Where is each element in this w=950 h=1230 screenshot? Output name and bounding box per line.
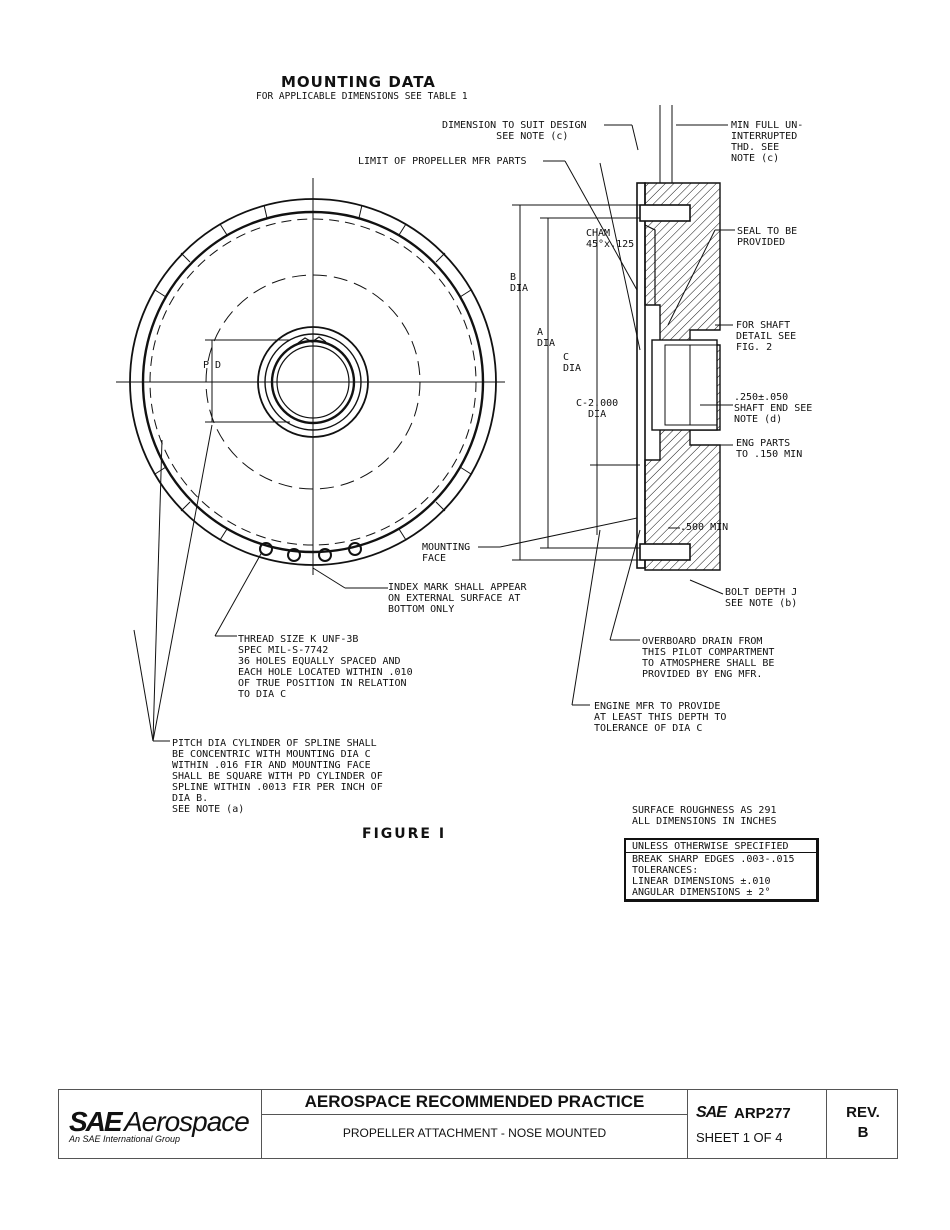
revision-value: B: [857, 1124, 869, 1141]
sheet-number: SHEET 1 OF 4: [696, 1130, 783, 1145]
label-index-mark: INDEX MARK SHALL APPEAR ON EXTERNAL SURF…: [388, 582, 527, 615]
label-thread-size: THREAD SIZE K UNF-3B SPEC MIL-S-7742 36 …: [238, 634, 413, 700]
label-mounting-face: MOUNTING FACE: [422, 542, 471, 564]
label-surface-roughness: SURFACE ROUGHNESS AS 291 ALL DIMENSIONS …: [632, 805, 777, 827]
label-b-dia: B DIA: [510, 272, 529, 294]
label-chamfer: CHAM 45°x.125: [586, 228, 635, 250]
figure-label: FIGURE I: [362, 826, 447, 842]
aerospace-logo-text: Aerospace: [124, 1106, 250, 1137]
sae-logo: SAE: [69, 1106, 123, 1137]
label-a-dia: A DIA: [537, 327, 556, 349]
revision-label: REV.: [846, 1104, 880, 1121]
logo-cell: SAE Aerospace An SAE International Group: [59, 1090, 262, 1158]
label-overboard-drain: OVERBOARD DRAIN FROM THIS PILOT COMPARTM…: [642, 636, 775, 680]
label-pd: P D: [203, 360, 222, 371]
drawing-subtitle: FOR APPLICABLE DIMENSIONS SEE TABLE 1: [256, 91, 468, 102]
label-engine-mfr: ENGINE MFR TO PROVIDE AT LEAST THIS DEPT…: [594, 701, 727, 734]
label-bolt-depth: BOLT DEPTH J SEE NOTE (b): [725, 587, 798, 609]
drawing-title: MOUNTING DATA: [281, 73, 436, 91]
label-dimension-suit: DIMENSION TO SUIT DESIGN SEE NOTE (c): [442, 120, 587, 142]
document-number-cell: SAE ARP277 SHEET 1 OF 4: [688, 1090, 827, 1158]
label-for-shaft: FOR SHAFT DETAIL SEE FIG. 2: [736, 320, 797, 353]
revision-cell: REV. B: [827, 1090, 899, 1158]
side-section-view: [312, 105, 735, 706]
front-view: [116, 178, 505, 575]
label-500-min: .500 MIN: [680, 522, 729, 533]
document-type: AEROSPACE RECOMMENDED PRACTICE: [262, 1090, 687, 1115]
tolerance-header: UNLESS OTHERWISE SPECIFIED: [626, 840, 816, 853]
label-seal: SEAL TO BE PROVIDED: [737, 226, 798, 248]
document-type-cell: AEROSPACE RECOMMENDED PRACTICE PROPELLER…: [262, 1090, 688, 1158]
label-c2-dia: C-2.000 DIA: [576, 398, 619, 420]
sae-small-logo: SAE: [696, 1104, 727, 1121]
tolerance-box: UNLESS OTHERWISE SPECIFIED BREAK SHARP E…: [624, 838, 819, 902]
title-block: SAE Aerospace An SAE International Group…: [58, 1089, 898, 1159]
document-title: PROPELLER ATTACHMENT - NOSE MOUNTED: [342, 1126, 607, 1140]
label-min-full: MIN FULL UN- INTERRUPTED THD. SEE NOTE (…: [731, 120, 804, 164]
label-limit-propeller: LIMIT OF PROPELLER MFR PARTS: [358, 156, 527, 167]
document-number: ARP277: [734, 1105, 791, 1122]
tolerance-body: BREAK SHARP EDGES .003-.015 TOLERANCES: …: [632, 854, 795, 898]
label-c-dia: C DIA: [563, 352, 582, 374]
label-shaft-end: .250±.050 SHAFT END SEE NOTE (d): [734, 392, 813, 425]
label-eng-parts: ENG PARTS TO .150 MIN: [736, 438, 803, 460]
logo-tagline: An SAE International Group: [69, 1134, 181, 1144]
label-pitch-dia: PITCH DIA CYLINDER OF SPLINE SHALL BE CO…: [172, 738, 383, 815]
mounting-drawing: [116, 105, 735, 742]
